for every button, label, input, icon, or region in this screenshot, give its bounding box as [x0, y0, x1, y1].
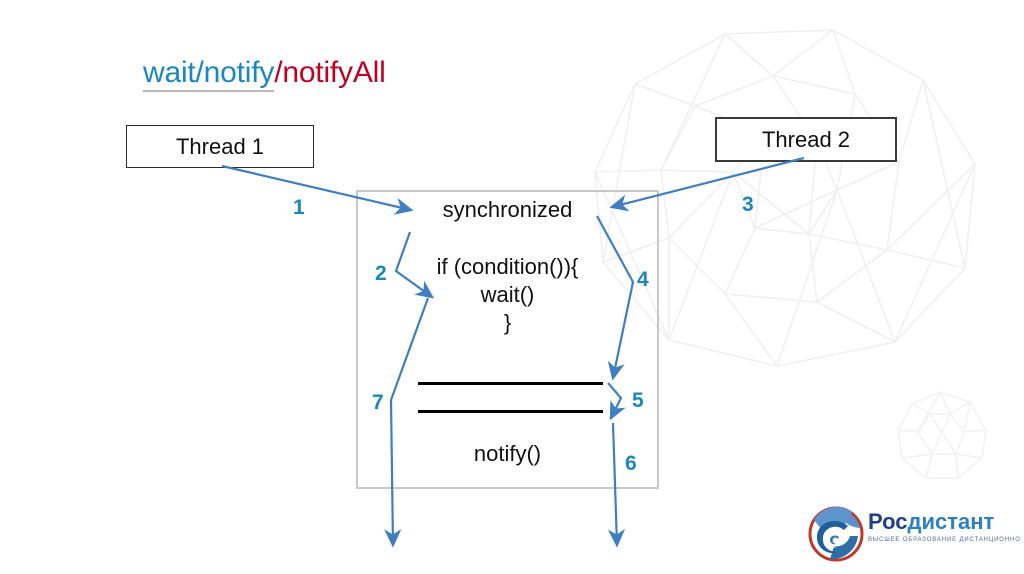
code-line-brace: } — [503, 310, 512, 335]
logo-tagline: ВЫСШЕЕ ОБРАЗОВАНИЕ ДИСТАНЦИОННО — [868, 537, 1021, 543]
logo-word-suffix: дистант — [907, 509, 995, 534]
code-line-wait: wait() — [480, 282, 535, 307]
logo-word-prefix: Рос — [868, 509, 908, 534]
slide-title: wait/notify/notifyAll — [143, 54, 386, 92]
thread-2-label: Thread 2 — [761, 126, 851, 152]
thread-1-box: Thread 1 — [126, 125, 314, 168]
synchronized-keyword: synchronized — [442, 197, 573, 222]
logo-wordmark: Росдистант — [868, 510, 1018, 534]
step-number-4: 4 — [637, 268, 649, 291]
step-number-7: 7 — [372, 391, 384, 414]
step-number-3: 3 — [742, 193, 754, 216]
code-line-notify: notify() — [473, 441, 542, 466]
rosdistant-logo: Росдистант ВЫСШЕЕ ОБРАЗОВАНИЕ ДИСТАНЦИОН… — [808, 506, 1021, 564]
separator-line-2 — [418, 410, 603, 413]
step-number-2: 2 — [375, 262, 387, 285]
globe-swirl-icon — [808, 506, 864, 562]
small-geodesic-sphere-icon — [897, 391, 987, 479]
title-part-blue: wait/notify — [143, 56, 274, 92]
synchronized-block: synchronized if (condition()){ wait() } … — [356, 190, 659, 489]
step-number-5: 5 — [632, 389, 644, 412]
thread-2-box: Thread 2 — [715, 117, 897, 162]
separator-line-1 — [418, 382, 603, 385]
title-part-red: /notifyAll — [274, 56, 386, 89]
step-number-6: 6 — [625, 452, 637, 475]
logo-text-block: Росдистант ВЫСШЕЕ ОБРАЗОВАНИЕ ДИСТАНЦИОН… — [868, 510, 1021, 544]
code-line-if: if (condition()){ — [436, 254, 579, 279]
thread-1-label: Thread 1 — [175, 133, 265, 159]
step-number-1: 1 — [293, 196, 305, 219]
